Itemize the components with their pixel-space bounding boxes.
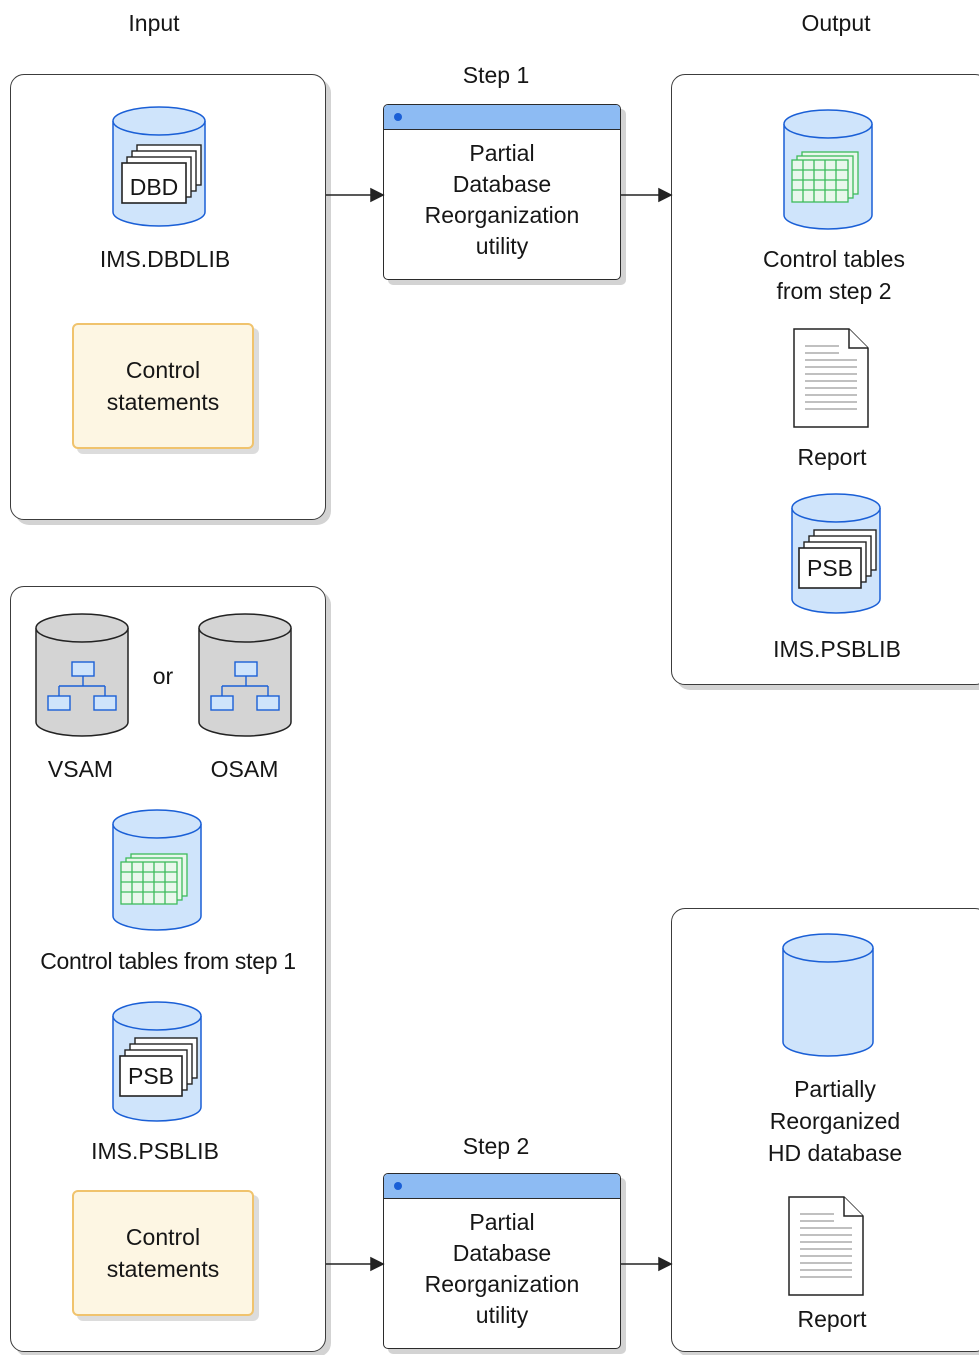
hierarchy-cylinder-icon (198, 613, 292, 737)
arrowhead-icon (658, 187, 673, 203)
window-dot-icon (394, 1182, 402, 1190)
psb-cylinder-icon (112, 1001, 202, 1122)
arrowhead-icon (370, 1256, 385, 1272)
database-cylinder-icon (782, 933, 874, 1057)
hd-database-line-1: Partially (794, 1076, 876, 1102)
step2-control-statements: Control statements (72, 1190, 254, 1316)
table-cylinder-icon (783, 109, 873, 230)
or-label: or (152, 663, 174, 689)
step2-title: Step 2 (462, 1133, 530, 1159)
psb-badge-text: PSB (127, 1063, 175, 1089)
osam-label: OSAM (210, 756, 279, 782)
window-dot-icon (394, 113, 402, 121)
step1-utility-box: Partial Database Reorganization utility (383, 104, 621, 280)
control-line-2: statements (106, 389, 220, 415)
dbd-cylinder-icon (112, 106, 206, 227)
input-heading: Input (128, 10, 180, 36)
report-document-icon (793, 328, 869, 428)
utility-line: Database (452, 1240, 552, 1266)
arrowhead-icon (370, 187, 385, 203)
hd-database-label: Partially Reorganized HD database (700, 1073, 970, 1169)
control-line-2: statements (106, 1256, 220, 1282)
psb-badge-text: PSB (806, 555, 854, 581)
utility-line: Reorganization (424, 1271, 580, 1297)
step2-report-label: Report (797, 1306, 867, 1332)
control-line-1: Control (125, 1224, 201, 1250)
step2-control-tables-label: Control tables from step 1 (40, 948, 296, 974)
control-tables-line-1: Control tables (763, 246, 905, 272)
report-document-icon (788, 1196, 864, 1296)
step2-psblib-label: IMS.PSBLIB (91, 1138, 219, 1164)
utility-line: utility (475, 1302, 529, 1328)
hd-database-line-3: HD database (767, 1140, 903, 1166)
hierarchy-cylinder-icon (35, 613, 129, 737)
dbdlib-label: IMS.DBDLIB (99, 246, 231, 272)
step1-psblib-label: IMS.PSBLIB (773, 636, 901, 662)
step1-control-tables-label: Control tables from step 2 (700, 243, 968, 307)
step2-utility-box: Partial Database Reorganization utility (383, 1173, 621, 1349)
utility-title-bar (384, 1174, 620, 1199)
table-cylinder-icon (112, 809, 202, 931)
utility-line: Reorganization (424, 202, 580, 228)
utility-line: Partial (469, 1209, 535, 1235)
dbd-badge-text: DBD (129, 174, 179, 200)
step1-title: Step 1 (462, 62, 530, 88)
step1-control-statements: Control statements (72, 323, 254, 449)
utility-line: utility (475, 233, 529, 259)
arrowhead-icon (658, 1256, 673, 1272)
vsam-label: VSAM (47, 756, 114, 782)
utility-title-bar (384, 105, 620, 130)
utility-line: Partial (469, 140, 535, 166)
control-tables-line-2: from step 2 (776, 278, 892, 304)
step1-report-label: Report (797, 444, 867, 470)
psb-cylinder-icon (791, 493, 881, 614)
utility-line: Database (452, 171, 552, 197)
hd-database-line-2: Reorganized (769, 1108, 901, 1134)
output-heading: Output (801, 10, 871, 36)
control-line-1: Control (125, 357, 201, 383)
